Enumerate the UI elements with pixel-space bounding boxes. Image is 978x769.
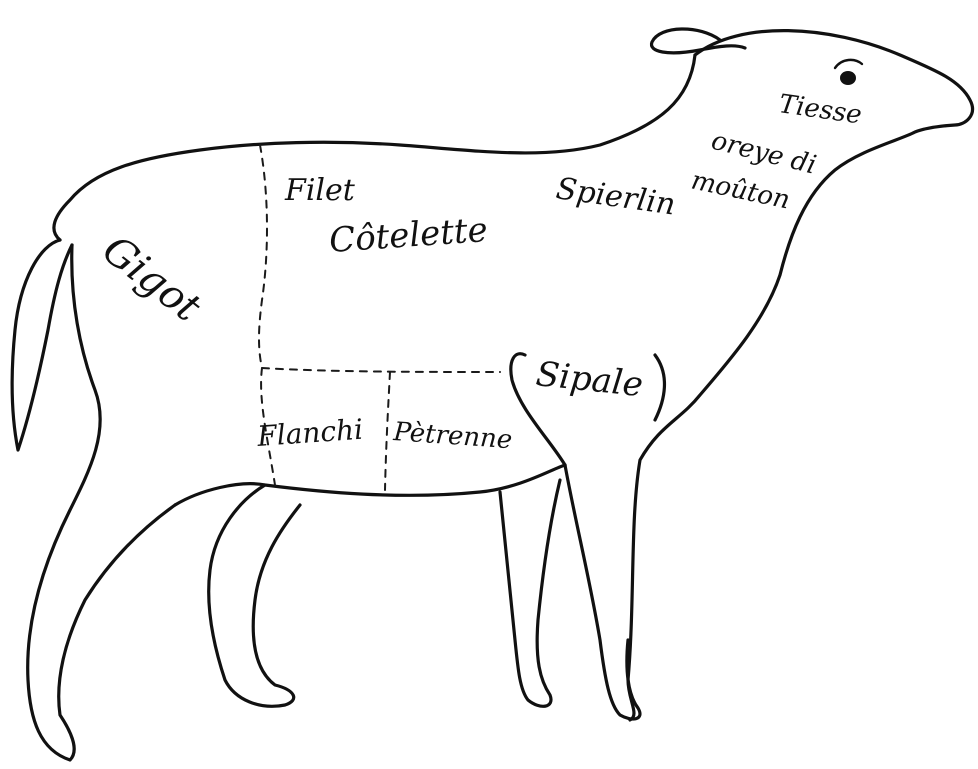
- sheep-head: [628, 31, 972, 720]
- label-filet: Filet: [284, 173, 356, 208]
- sheep-front-leg-near: [565, 465, 640, 719]
- cut-line-flank-top: [262, 368, 500, 372]
- sheep-ear: [651, 29, 745, 53]
- label-gigot: Gigot: [94, 227, 210, 332]
- cut-line-flanchi-petronne: [385, 372, 390, 490]
- sheep-eyebrow: [835, 60, 862, 68]
- sheep-hind-leg-near: [209, 485, 300, 706]
- shoulder-curve: [655, 355, 664, 420]
- label-petronne: Pètrenne: [392, 417, 514, 455]
- label-oreye-line2: moûton: [689, 166, 793, 216]
- label-sipale: Sipale: [534, 354, 645, 405]
- sheep-belly: [175, 465, 565, 505]
- label-flanchi: Flanchi: [255, 413, 364, 453]
- sheep-front-leg-rear: [500, 480, 560, 706]
- sheep-back: [54, 55, 695, 240]
- sheep-tail: [12, 240, 72, 450]
- label-cotelette: Côtelette: [328, 210, 489, 261]
- label-tiesse: Tiesse: [777, 89, 863, 130]
- cut-line-filet-gigot: [259, 145, 267, 368]
- label-spierlin: Spierlin: [554, 171, 678, 222]
- sheep-eye: [840, 71, 856, 85]
